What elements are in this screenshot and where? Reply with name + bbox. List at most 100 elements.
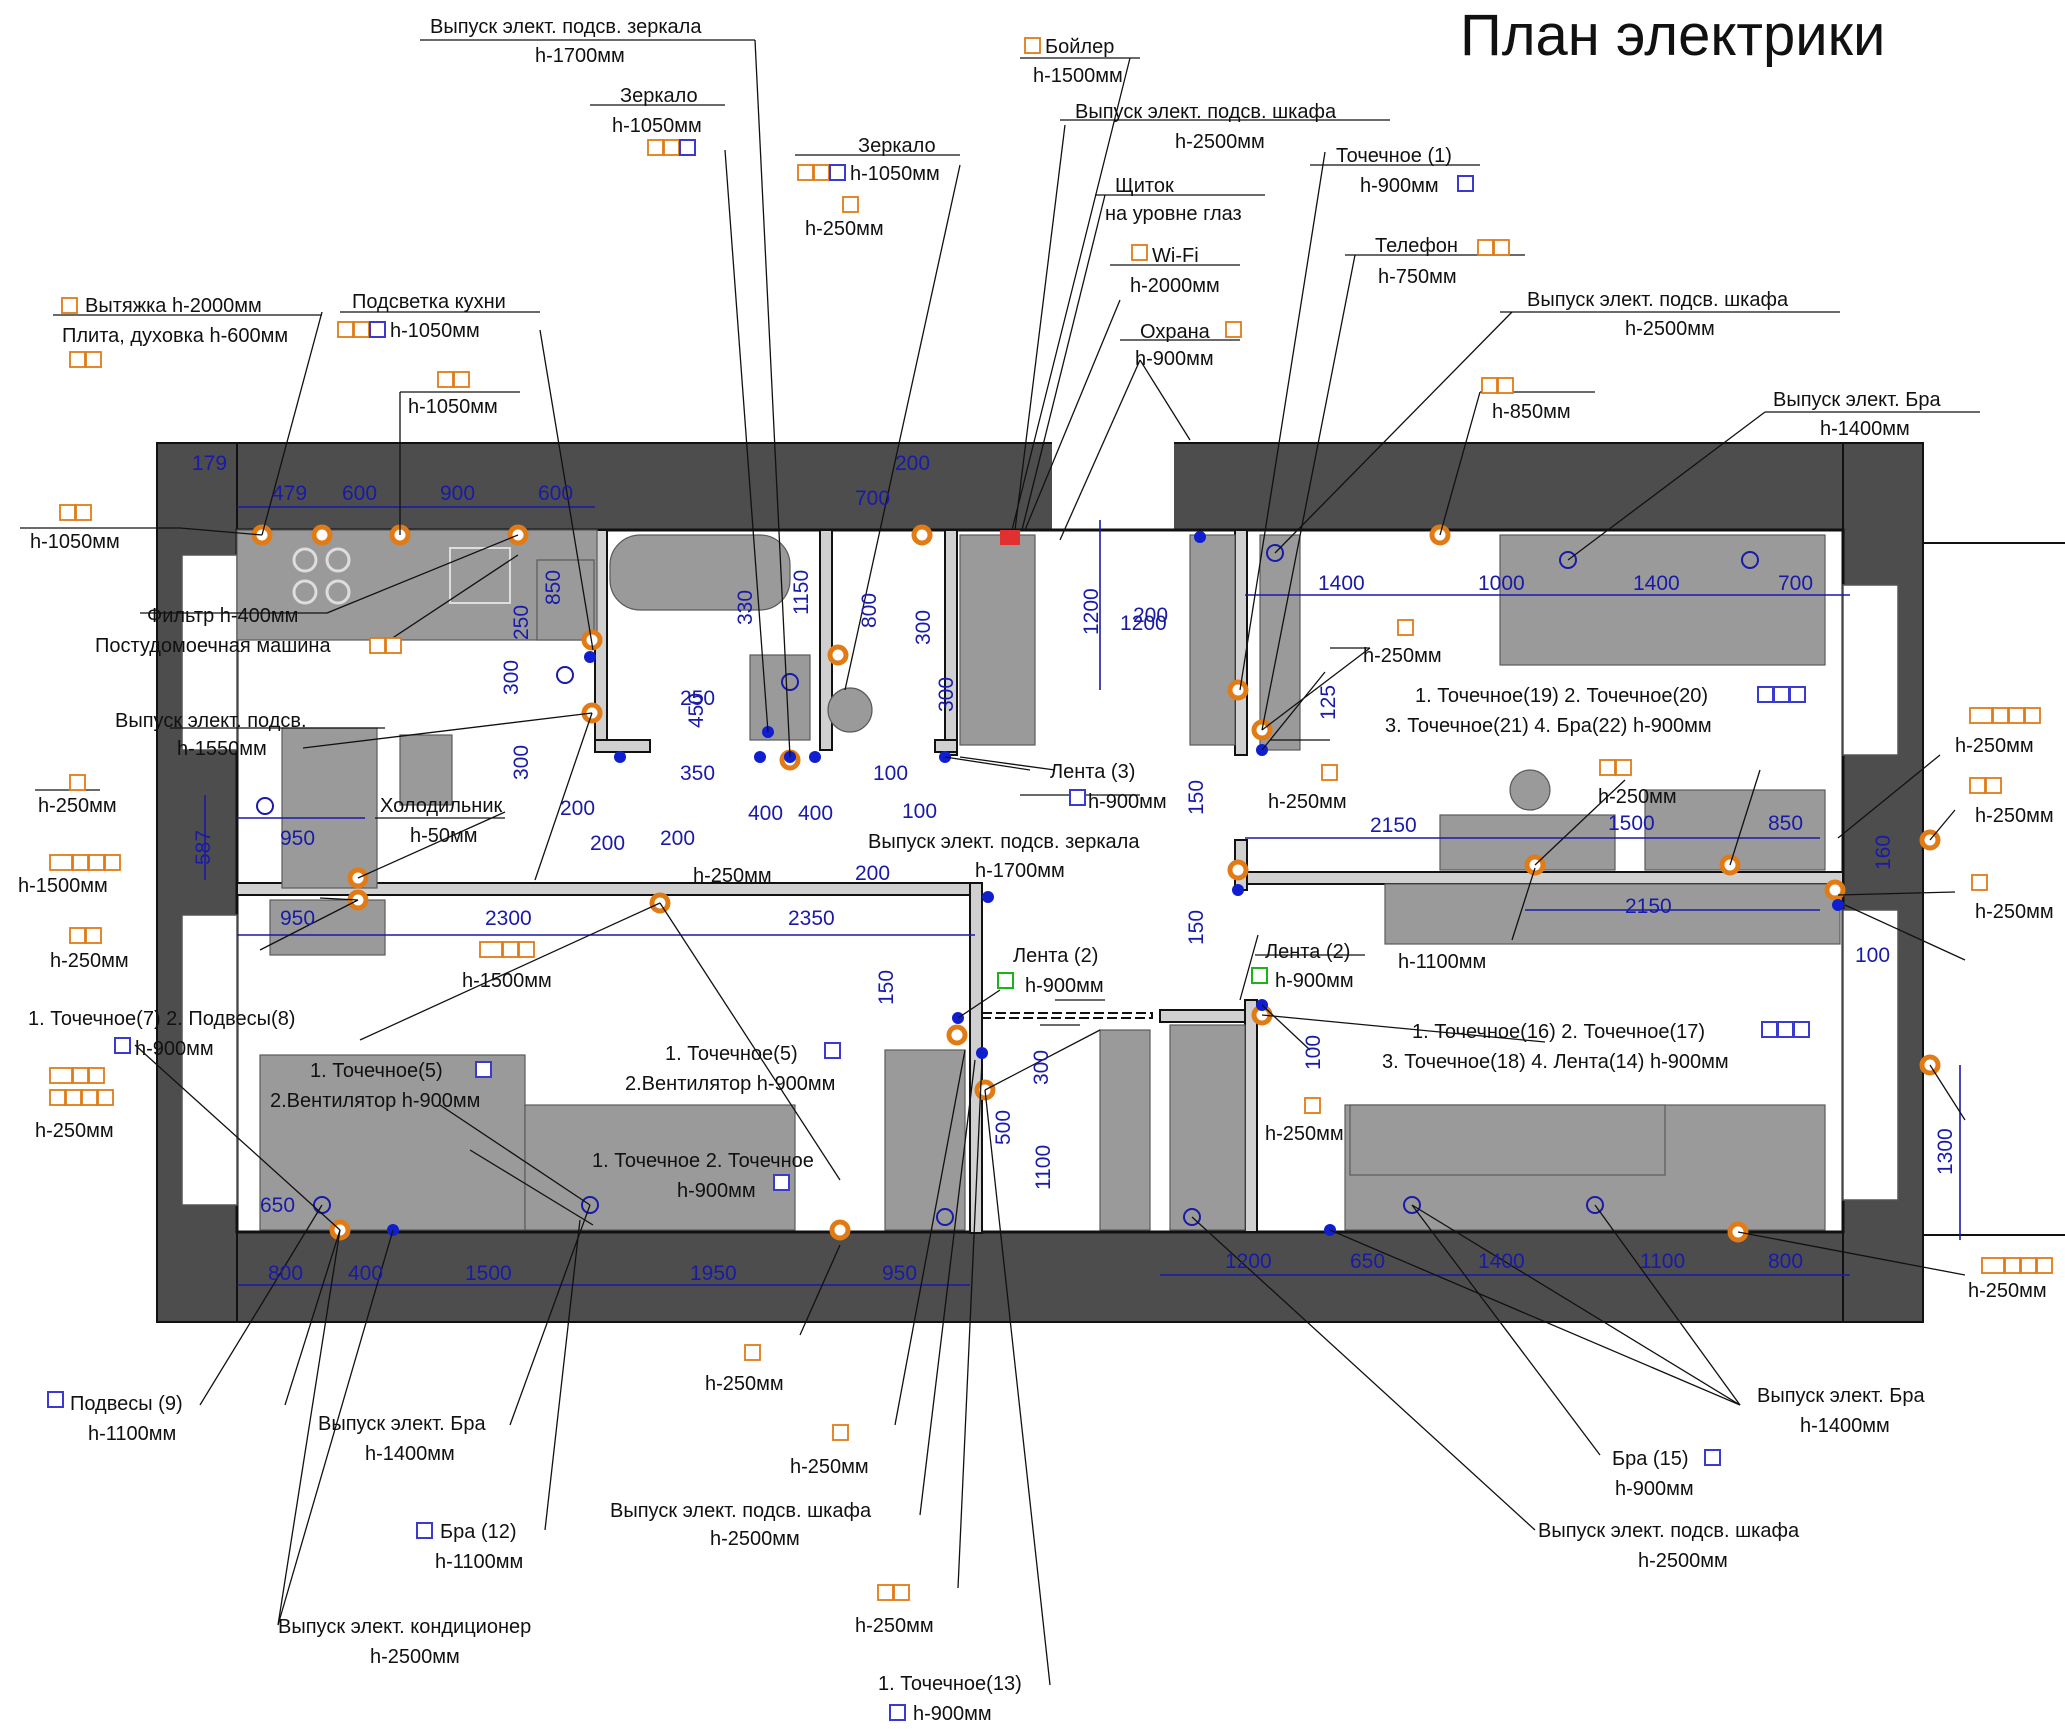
- label: Лента (3): [1050, 761, 1135, 783]
- dimension: 125: [1317, 685, 1340, 720]
- dimension: 450: [685, 693, 708, 728]
- label: Выпуск элект. подсв. шкафа: [1538, 1520, 1800, 1542]
- window-kitchen: [181, 554, 238, 751]
- dimension: 479: [272, 482, 307, 505]
- dimension: 2150: [1370, 814, 1417, 837]
- label: Бра (12): [440, 1521, 517, 1543]
- hall-shelf: [1189, 534, 1236, 746]
- label: h-250мм: [1955, 735, 2034, 757]
- dimension: 1200: [1225, 1250, 1272, 1273]
- label: h-1050мм: [408, 396, 498, 418]
- label: h-250мм: [1968, 1280, 2047, 1302]
- light-points: [256, 531, 1844, 1236]
- label: 1. Точечное(7) 2. Подвесы(8): [28, 1008, 295, 1030]
- label: 1. Точечное(5): [665, 1043, 798, 1065]
- ceiling-light: [1266, 544, 1284, 562]
- label: h-250мм: [1975, 805, 2054, 827]
- wall-wardrobe-top: [1159, 1009, 1246, 1023]
- dimension: 200: [660, 827, 695, 850]
- dimension: 100: [1302, 1035, 1325, 1070]
- label: Выпуск элект. Бра: [1757, 1385, 1925, 1407]
- wardrobe-cabinet: [1169, 1024, 1246, 1231]
- bathtub: [609, 534, 791, 611]
- dimension: 100: [1855, 944, 1890, 967]
- label: h-250мм: [38, 795, 117, 817]
- dimension-values: 179 479 600 900 600 200 700 1200 200 140…: [192, 452, 1957, 1285]
- label: Бойлер: [1045, 36, 1114, 58]
- dimension: 200: [560, 797, 595, 820]
- label: h-900мм: [1275, 970, 1354, 992]
- label: h-250мм: [790, 1456, 869, 1478]
- dimension: 1500: [1608, 812, 1655, 835]
- label: 2.Вентилятор h-900мм: [270, 1090, 480, 1112]
- ceiling-light: [781, 673, 799, 691]
- dimension: 300: [1030, 1050, 1053, 1085]
- dimension: 350: [680, 762, 715, 785]
- dimension: 650: [1350, 1250, 1385, 1273]
- symbol-markers: [47, 37, 2053, 1721]
- label: 1. Точечное 2. Точечное: [592, 1150, 814, 1172]
- wall-bath-east: [819, 529, 833, 751]
- dimension: 500: [992, 1110, 1015, 1145]
- label: Выпуск элект. подсв. шкафа: [1075, 101, 1337, 123]
- label: Выпуск элект. подсв. шкафа: [1527, 289, 1789, 311]
- dimension: 150: [875, 970, 898, 1005]
- living-cabinet: [1384, 883, 1841, 945]
- dimension: 1150: [790, 570, 813, 615]
- dimension: 900: [440, 482, 475, 505]
- wall-wc-bottom: [934, 739, 958, 753]
- sink: [449, 547, 511, 604]
- label: h-1550мм: [177, 738, 267, 760]
- dimension: 600: [342, 482, 377, 505]
- label: Подвесы (9): [70, 1393, 183, 1415]
- dimension: 150: [1185, 910, 1208, 945]
- label: Лента (2): [1013, 945, 1098, 967]
- annotation-labels: Выпуск элект. подсв. зеркала h-1700мм Зе…: [18, 16, 2054, 1725]
- label: Телефон: [1375, 235, 1458, 257]
- dimension: 1100: [1032, 1145, 1055, 1190]
- label: h-900мм: [677, 1180, 756, 1202]
- label: Вытяжка h-2000мм: [85, 295, 262, 317]
- light-point: [809, 751, 821, 763]
- label: h-1050мм: [612, 115, 702, 137]
- label: h-900мм: [1088, 791, 1167, 813]
- dimension: 1300: [1934, 1128, 1957, 1175]
- dimension: 1400: [1633, 572, 1680, 595]
- furniture: [236, 529, 1841, 1231]
- label: h-1700мм: [535, 45, 625, 67]
- label: h-1500мм: [462, 970, 552, 992]
- ceiling-light: [1183, 1208, 1201, 1226]
- label: 1. Точечное(13): [878, 1673, 1022, 1695]
- dimension: 1500: [465, 1262, 512, 1285]
- label: Подсветка кухни: [352, 291, 506, 313]
- sofa-back: [1349, 1104, 1666, 1176]
- label: Постудомоечная машина: [95, 635, 331, 657]
- label: h-1400мм: [1800, 1415, 1890, 1437]
- window-bedroom: [181, 914, 238, 1206]
- label: Бра (15): [1612, 1448, 1689, 1470]
- label: Выпуск элект. кондиционер: [278, 1616, 531, 1638]
- round-table: [1509, 769, 1551, 811]
- dimension: 2300: [485, 907, 532, 930]
- dimension: 700: [1778, 572, 1813, 595]
- label: h-900мм: [1025, 975, 1104, 997]
- label: h-1100мм: [88, 1423, 176, 1445]
- label-underlines: [20, 39, 1980, 1026]
- label: 2.Вентилятор h-900мм: [625, 1073, 835, 1095]
- label: h-1100мм: [435, 1551, 523, 1573]
- label: h-1400мм: [1820, 418, 1910, 440]
- dimension: 200: [895, 452, 930, 475]
- label: Охрана: [1140, 321, 1211, 343]
- label: h-900мм: [1615, 1478, 1694, 1500]
- label: h-900мм: [913, 1703, 992, 1725]
- label: h-1400мм: [365, 1443, 455, 1465]
- label: h-2000мм: [1130, 275, 1220, 297]
- label: h-250мм: [805, 218, 884, 240]
- dimension: 200: [855, 862, 890, 885]
- bedroom-desk: [259, 1054, 526, 1231]
- bathroom-cabinet: [959, 534, 1036, 746]
- burner: [292, 579, 318, 605]
- light-point: [1232, 884, 1244, 896]
- ceiling-light: [1586, 1196, 1604, 1214]
